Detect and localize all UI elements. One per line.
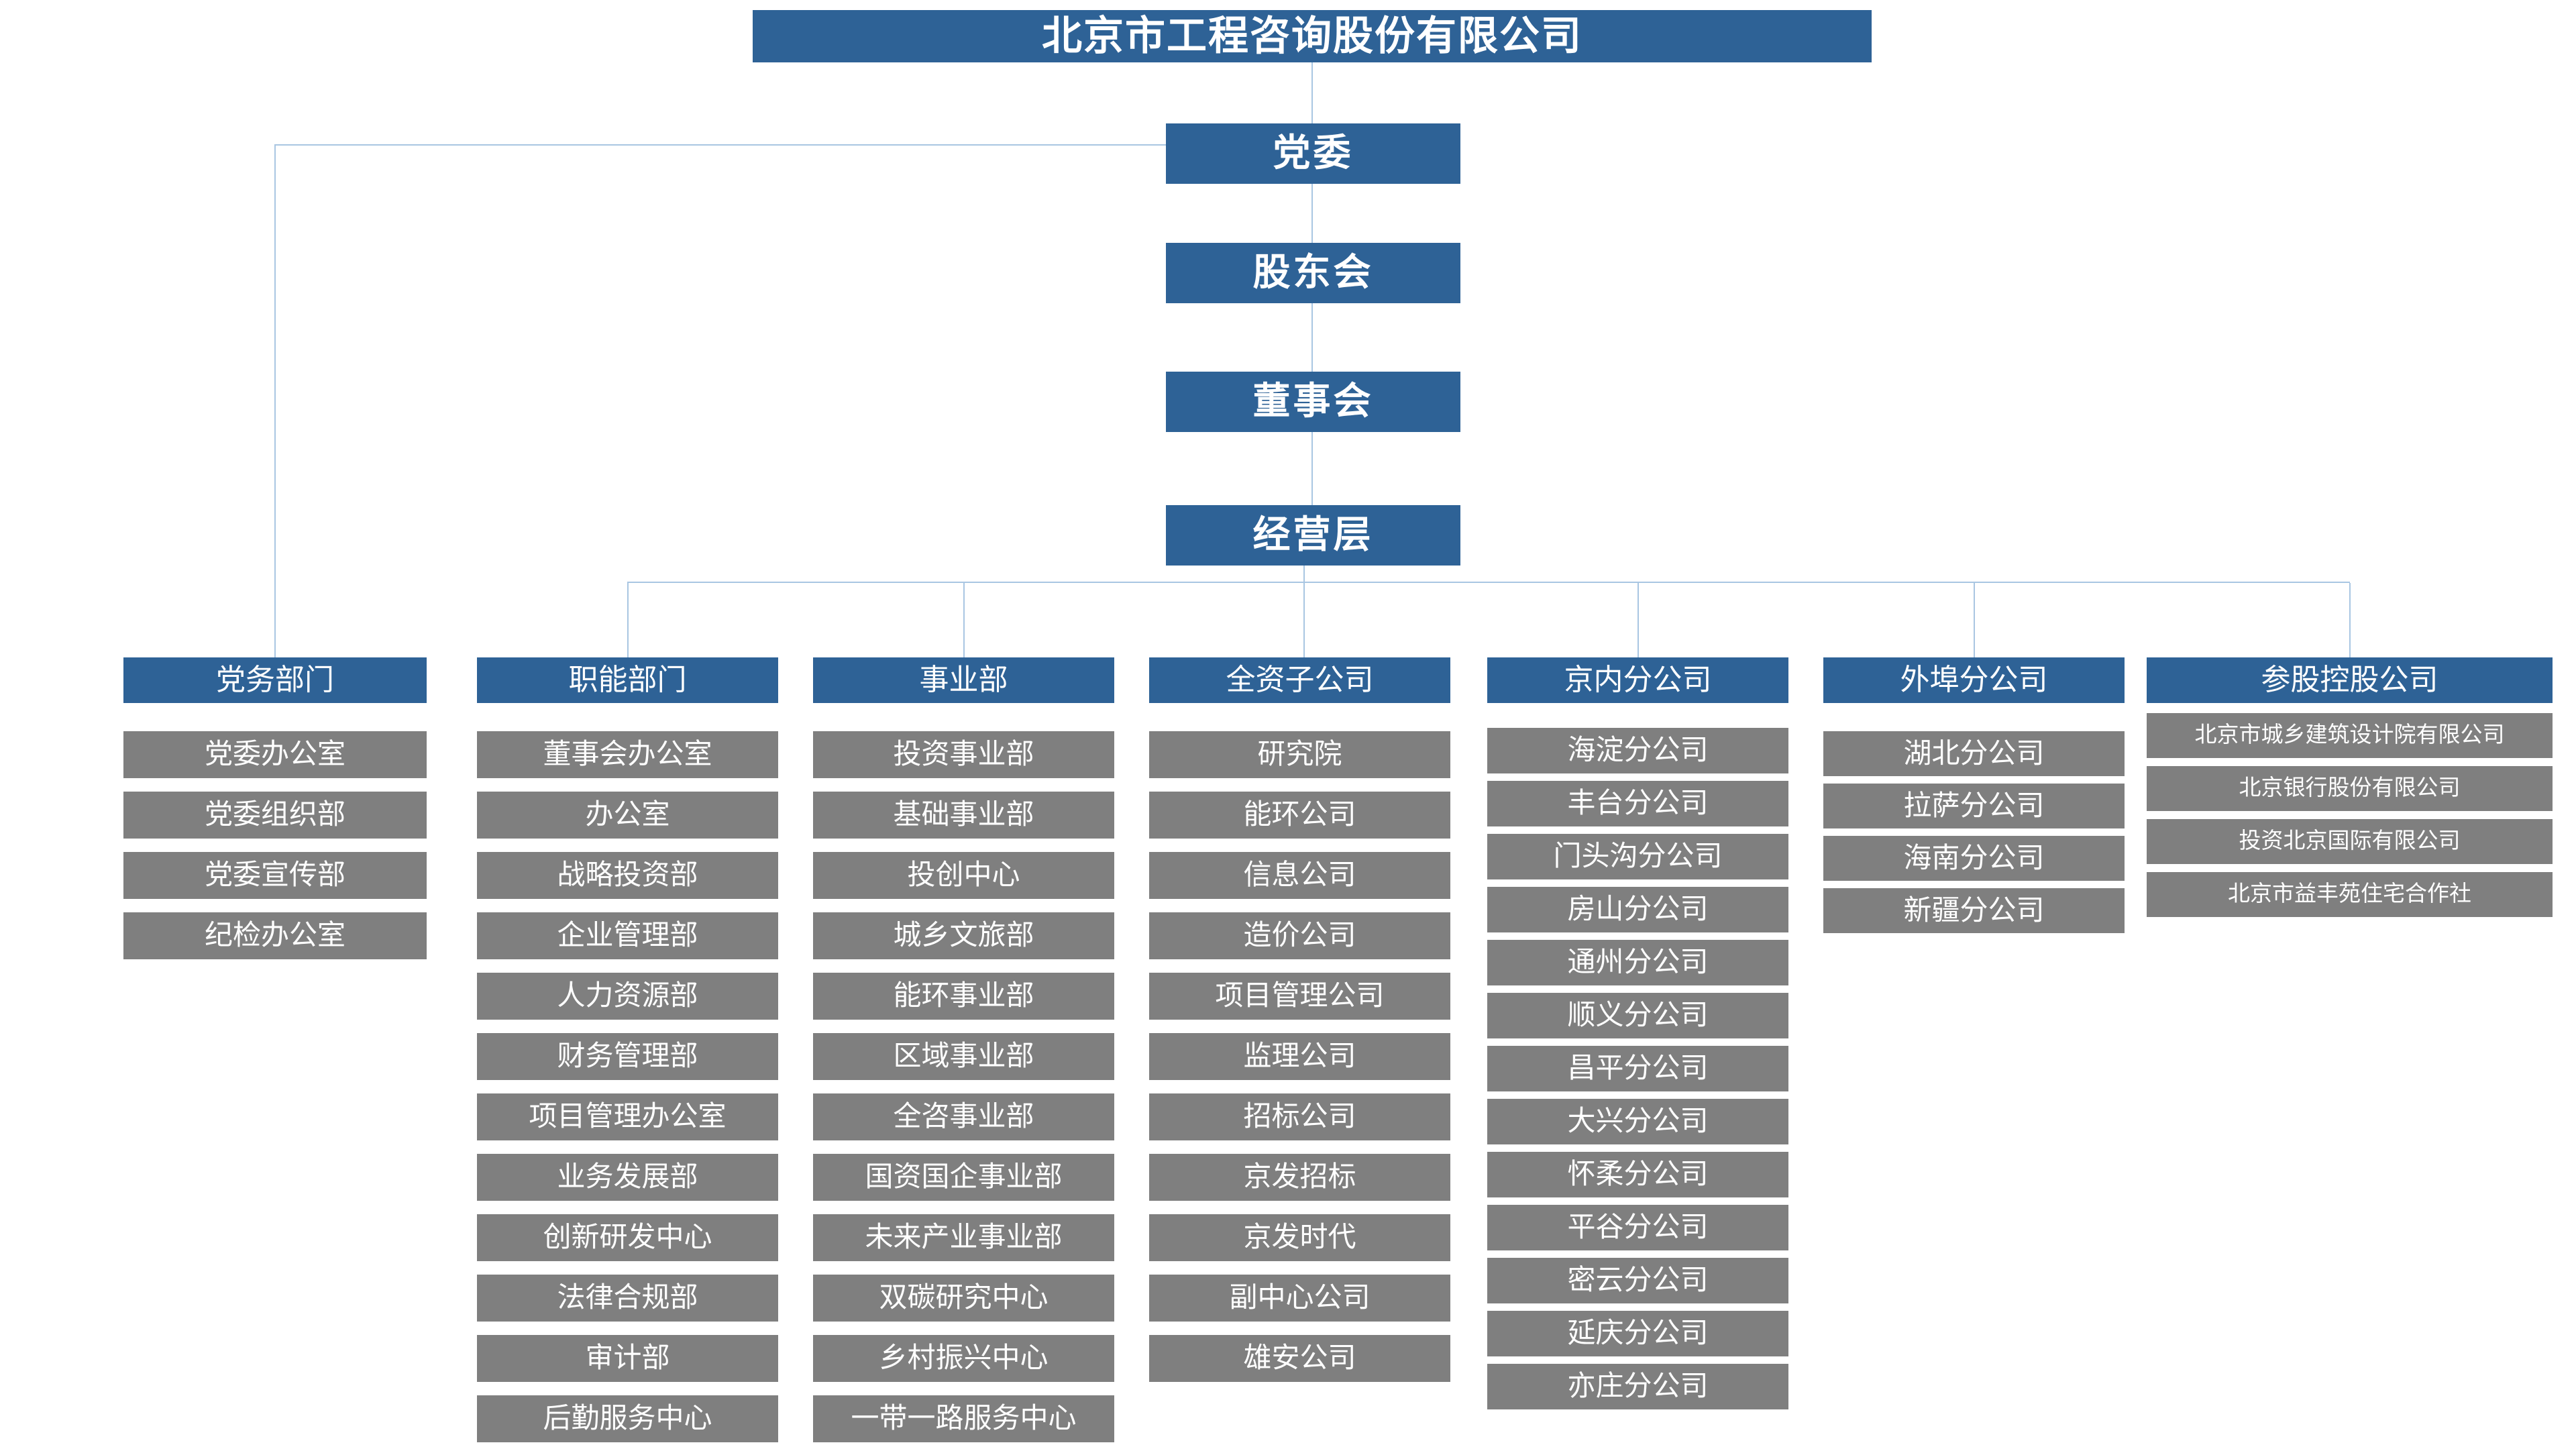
org-box: 后勤服务中心 [477,1395,778,1442]
connector-management-drop [1303,566,1305,657]
org-box: 昌平分公司 [1487,1046,1788,1091]
org-box: 乡村振兴中心 [813,1335,1114,1382]
column-header: 京内分公司 [1487,657,1788,703]
org-box: 企业管理部 [477,912,778,959]
org-box: 拉萨分公司 [1823,784,2125,828]
org-box: 双碳研究中心 [813,1275,1114,1322]
org-box: 房山分公司 [1487,887,1788,932]
org-box: 投资事业部 [813,731,1114,778]
node-shareholders-meeting: 股东会 [1166,243,1460,303]
org-box: 项目管理办公室 [477,1093,778,1140]
org-box: 董事会办公室 [477,731,778,778]
org-box: 造价公司 [1149,912,1450,959]
org-box: 密云分公司 [1487,1258,1788,1303]
org-box: 亦庄分公司 [1487,1364,1788,1409]
org-box: 大兴分公司 [1487,1099,1788,1144]
org-box: 党委宣传部 [123,852,427,899]
org-box: 法律合规部 [477,1275,778,1322]
org-box: 研究院 [1149,731,1450,778]
column-header: 参股控股公司 [2147,657,2553,703]
org-box: 北京市益丰苑住宅合作社 [2147,872,2553,917]
connector-board-to-management [1311,432,1313,505]
org-box: 全咨事业部 [813,1093,1114,1140]
org-box: 能环公司 [1149,792,1450,839]
org-box: 湖北分公司 [1823,731,2125,776]
org-box: 党委办公室 [123,731,427,778]
connector-shareholders-to-board [1311,303,1313,372]
org-box: 北京银行股份有限公司 [2147,766,2553,811]
org-box: 业务发展部 [477,1154,778,1201]
node-management-level: 经营层 [1166,505,1460,566]
node-board-of-directors: 董事会 [1166,372,1460,432]
org-box: 海南分公司 [1823,836,2125,881]
org-box: 人力资源部 [477,973,778,1020]
org-box: 区域事业部 [813,1033,1114,1080]
org-box: 国资国企事业部 [813,1154,1114,1201]
org-box: 基础事业部 [813,792,1114,839]
org-box: 一带一路服务中心 [813,1395,1114,1442]
connector-party-branch-vertical [274,144,276,657]
org-box: 雄安公司 [1149,1335,1450,1382]
org-box: 财务管理部 [477,1033,778,1080]
org-box: 新疆分公司 [1823,888,2125,933]
org-box: 京发招标 [1149,1154,1450,1201]
org-box: 丰台分公司 [1487,781,1788,826]
connector-branch-stub [963,583,965,657]
org-box: 党委组织部 [123,792,427,839]
org-box: 北京市城乡建筑设计院有限公司 [2147,713,2553,758]
org-box: 监理公司 [1149,1033,1450,1080]
connector-branch-stub [2349,583,2351,657]
connector-party-to-shareholders [1311,184,1313,243]
org-box: 审计部 [477,1335,778,1382]
node-party-committee: 党委 [1166,123,1460,184]
org-box: 门头沟分公司 [1487,834,1788,879]
column-header: 党务部门 [123,657,427,703]
org-box: 未来产业事业部 [813,1214,1114,1261]
connector-branch-stub [1637,583,1639,657]
org-box: 投资北京国际有限公司 [2147,819,2553,864]
org-box: 平谷分公司 [1487,1205,1788,1250]
org-box: 信息公司 [1149,852,1450,899]
org-box: 城乡文旅部 [813,912,1114,959]
connector-party-branch-horizontal [274,144,1166,146]
org-box: 创新研发中心 [477,1214,778,1261]
org-box: 战略投资部 [477,852,778,899]
org-box: 通州分公司 [1487,940,1788,985]
column-header: 事业部 [813,657,1114,703]
column-header: 外埠分公司 [1823,657,2125,703]
org-box: 办公室 [477,792,778,839]
org-box: 招标公司 [1149,1093,1450,1140]
org-box: 海淀分公司 [1487,728,1788,773]
connector-branch-stub [627,583,629,657]
org-box: 副中心公司 [1149,1275,1450,1322]
connector-title-to-party-committee [1311,62,1313,123]
connector-branch-stub [1973,583,1975,657]
column-header: 职能部门 [477,657,778,703]
org-box: 纪检办公室 [123,912,427,959]
org-box: 能环事业部 [813,973,1114,1020]
column-header: 全资子公司 [1149,657,1450,703]
org-box: 怀柔分公司 [1487,1152,1788,1197]
org-box: 京发时代 [1149,1214,1450,1261]
connector-branch-line [627,582,2350,583]
company-title-box: 北京市工程咨询股份有限公司 [753,10,1872,62]
org-box: 项目管理公司 [1149,973,1450,1020]
org-box: 延庆分公司 [1487,1311,1788,1356]
org-box: 投创中心 [813,852,1114,899]
org-box: 顺义分公司 [1487,993,1788,1038]
